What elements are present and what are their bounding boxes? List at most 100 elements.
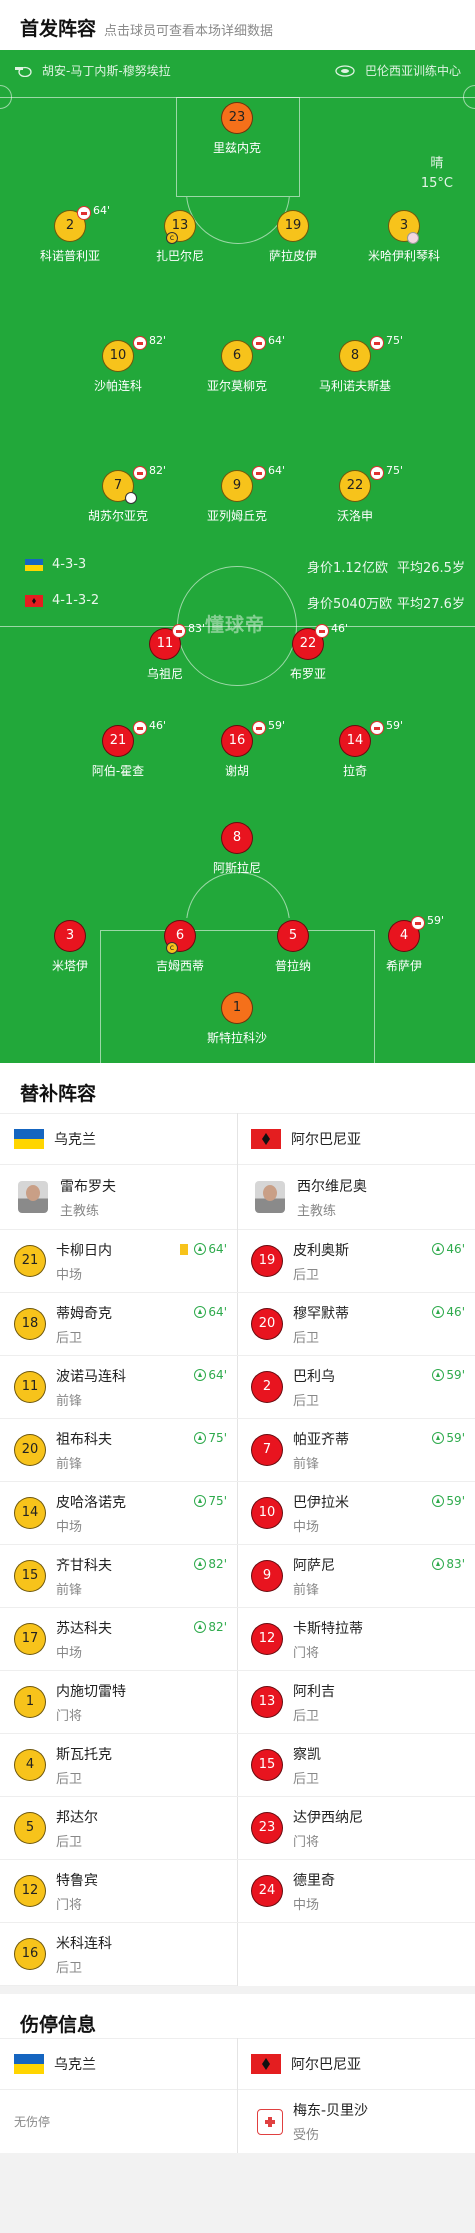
player-number: 8 <box>221 822 253 854</box>
weather-temperature: 15°C <box>420 176 453 191</box>
sub-player-name: 卡斯特拉蒂 <box>293 1620 363 1637</box>
sub-out-icon <box>252 336 266 350</box>
away-player[interactable]: 22 46' 布罗亚 <box>253 622 363 682</box>
away-coach-row[interactable]: 西尔维尼奥 主教练 <box>237 1165 475 1230</box>
away-age: 平均27.6岁 <box>397 597 465 612</box>
sub-out-icon <box>370 336 384 350</box>
sub-player-name: 达伊西纳尼 <box>293 1809 363 1826</box>
sub-player-number: 14 <box>14 1497 46 1529</box>
away-player[interactable]: 14 59' 拉奇 <box>300 719 410 779</box>
home-coach-row[interactable]: 雷布罗夫 主教练 <box>0 1165 237 1230</box>
sub-player-position: 门将 <box>293 1645 320 1661</box>
medkit-icon <box>257 2108 283 2135</box>
yellow-card-icon <box>180 1243 189 1255</box>
away-player[interactable]: 4 59' 希萨伊 <box>349 914 459 974</box>
home-player[interactable]: 13 c 扎巴尔尼 <box>125 210 235 264</box>
away-player[interactable]: 8 阿斯拉尼 <box>182 822 292 876</box>
sub-player-number: 10 <box>251 1497 283 1529</box>
watermark: 懂球帝 <box>205 614 266 636</box>
coach-name: 雷布罗夫 <box>60 1178 116 1195</box>
home-player[interactable]: 8 75' 马利诺夫斯基 <box>300 334 410 394</box>
injured-player-name: 梅东-贝里沙 <box>293 2103 369 2119</box>
sub-in-time: 46' <box>432 1242 465 1256</box>
player-number: 1 <box>221 992 253 1024</box>
away-player[interactable]: 3 米塔伊 <box>15 920 125 974</box>
sub-player-position: 后卫 <box>56 1960 83 1976</box>
home-player[interactable]: 2 64' 科诺普利亚 <box>15 204 125 264</box>
home-player[interactable]: 3 米哈伊利琴科 <box>349 210 459 264</box>
sub-out-icon <box>77 206 91 220</box>
sub-out-icon <box>370 721 384 735</box>
sub-in-icon <box>194 1243 207 1255</box>
sub-player-number: 24 <box>251 1875 283 1907</box>
player-name: 吉姆西蒂 <box>155 959 204 973</box>
sub-player-number: 18 <box>14 1308 46 1340</box>
away-player[interactable]: 16 59' 谢胡 <box>182 719 292 779</box>
player-name: 里兹内克 <box>212 141 261 155</box>
sub-player-name: 波诺马连科 <box>56 1368 126 1385</box>
venue-row: 胡安-马丁内斯-穆努埃拉 巴伦西亚训练中心 <box>0 58 475 84</box>
home-venue: 胡安-马丁内斯-穆努埃拉 <box>14 62 171 79</box>
home-player[interactable]: 6 64' 亚尔莫柳克 <box>182 334 292 394</box>
player-number: 16 <box>221 725 253 757</box>
empty-row <box>237 1923 475 1986</box>
away-player[interactable]: 11 83' 乌祖尼 <box>110 622 220 682</box>
sub-in-time: 75' <box>194 1494 227 1508</box>
sub-in-minute: 83' <box>446 1557 465 1571</box>
sub-minute: 75' <box>386 464 404 477</box>
away-player[interactable]: 1 斯特拉科沙 <box>182 992 292 1046</box>
home-player[interactable]: 19 萨拉皮伊 <box>238 210 348 264</box>
home-team-name: 乌克兰 <box>54 2057 96 2073</box>
away-injury-row[interactable]: 梅东-贝里沙 受伤 <box>237 2090 475 2153</box>
player-name: 沃洛申 <box>336 509 373 523</box>
home-player[interactable]: 23 里兹内克 <box>182 102 292 156</box>
home-value: 身价1.12亿欧 <box>307 561 388 576</box>
away-player[interactable]: 5 普拉纳 <box>238 920 348 974</box>
home-player[interactable]: 22 75' 沃洛申 <box>300 464 410 524</box>
sub-in-time: 82' <box>194 1620 227 1634</box>
away-player[interactable]: 21 46' 阿伯-霍查 <box>63 719 173 779</box>
home-player[interactable]: 10 82' 沙帕连科 <box>63 334 173 394</box>
sub-in-icon <box>432 1243 445 1255</box>
sub-in-icon <box>432 1495 445 1507</box>
home-player[interactable]: 9 64' 亚列姆丘克 <box>182 464 292 524</box>
sub-in-minute: 64' <box>208 1305 227 1319</box>
sub-out-icon <box>411 916 425 930</box>
player-number: 22 <box>339 470 371 502</box>
sub-player-number: 16 <box>14 1938 46 1970</box>
sub-minute: 83' <box>188 622 206 635</box>
away-venue-name: 巴伦西亚训练中心 <box>364 64 461 78</box>
away-player[interactable]: 6 c 吉姆西蒂 <box>125 920 235 974</box>
sub-in-minute: 75' <box>208 1494 227 1508</box>
sub-in-minute: 46' <box>446 1242 465 1256</box>
home-player[interactable]: 7 82' 胡苏尔亚克 <box>63 464 173 524</box>
sub-player-position: 中场 <box>56 1645 83 1661</box>
player-name: 阿伯-霍查 <box>91 764 145 778</box>
sub-player-position: 后卫 <box>293 1330 320 1346</box>
injuries-title: 伤停信息 <box>0 1986 475 2038</box>
away-injury-team-head: 阿尔巴尼亚 <box>237 2038 475 2090</box>
